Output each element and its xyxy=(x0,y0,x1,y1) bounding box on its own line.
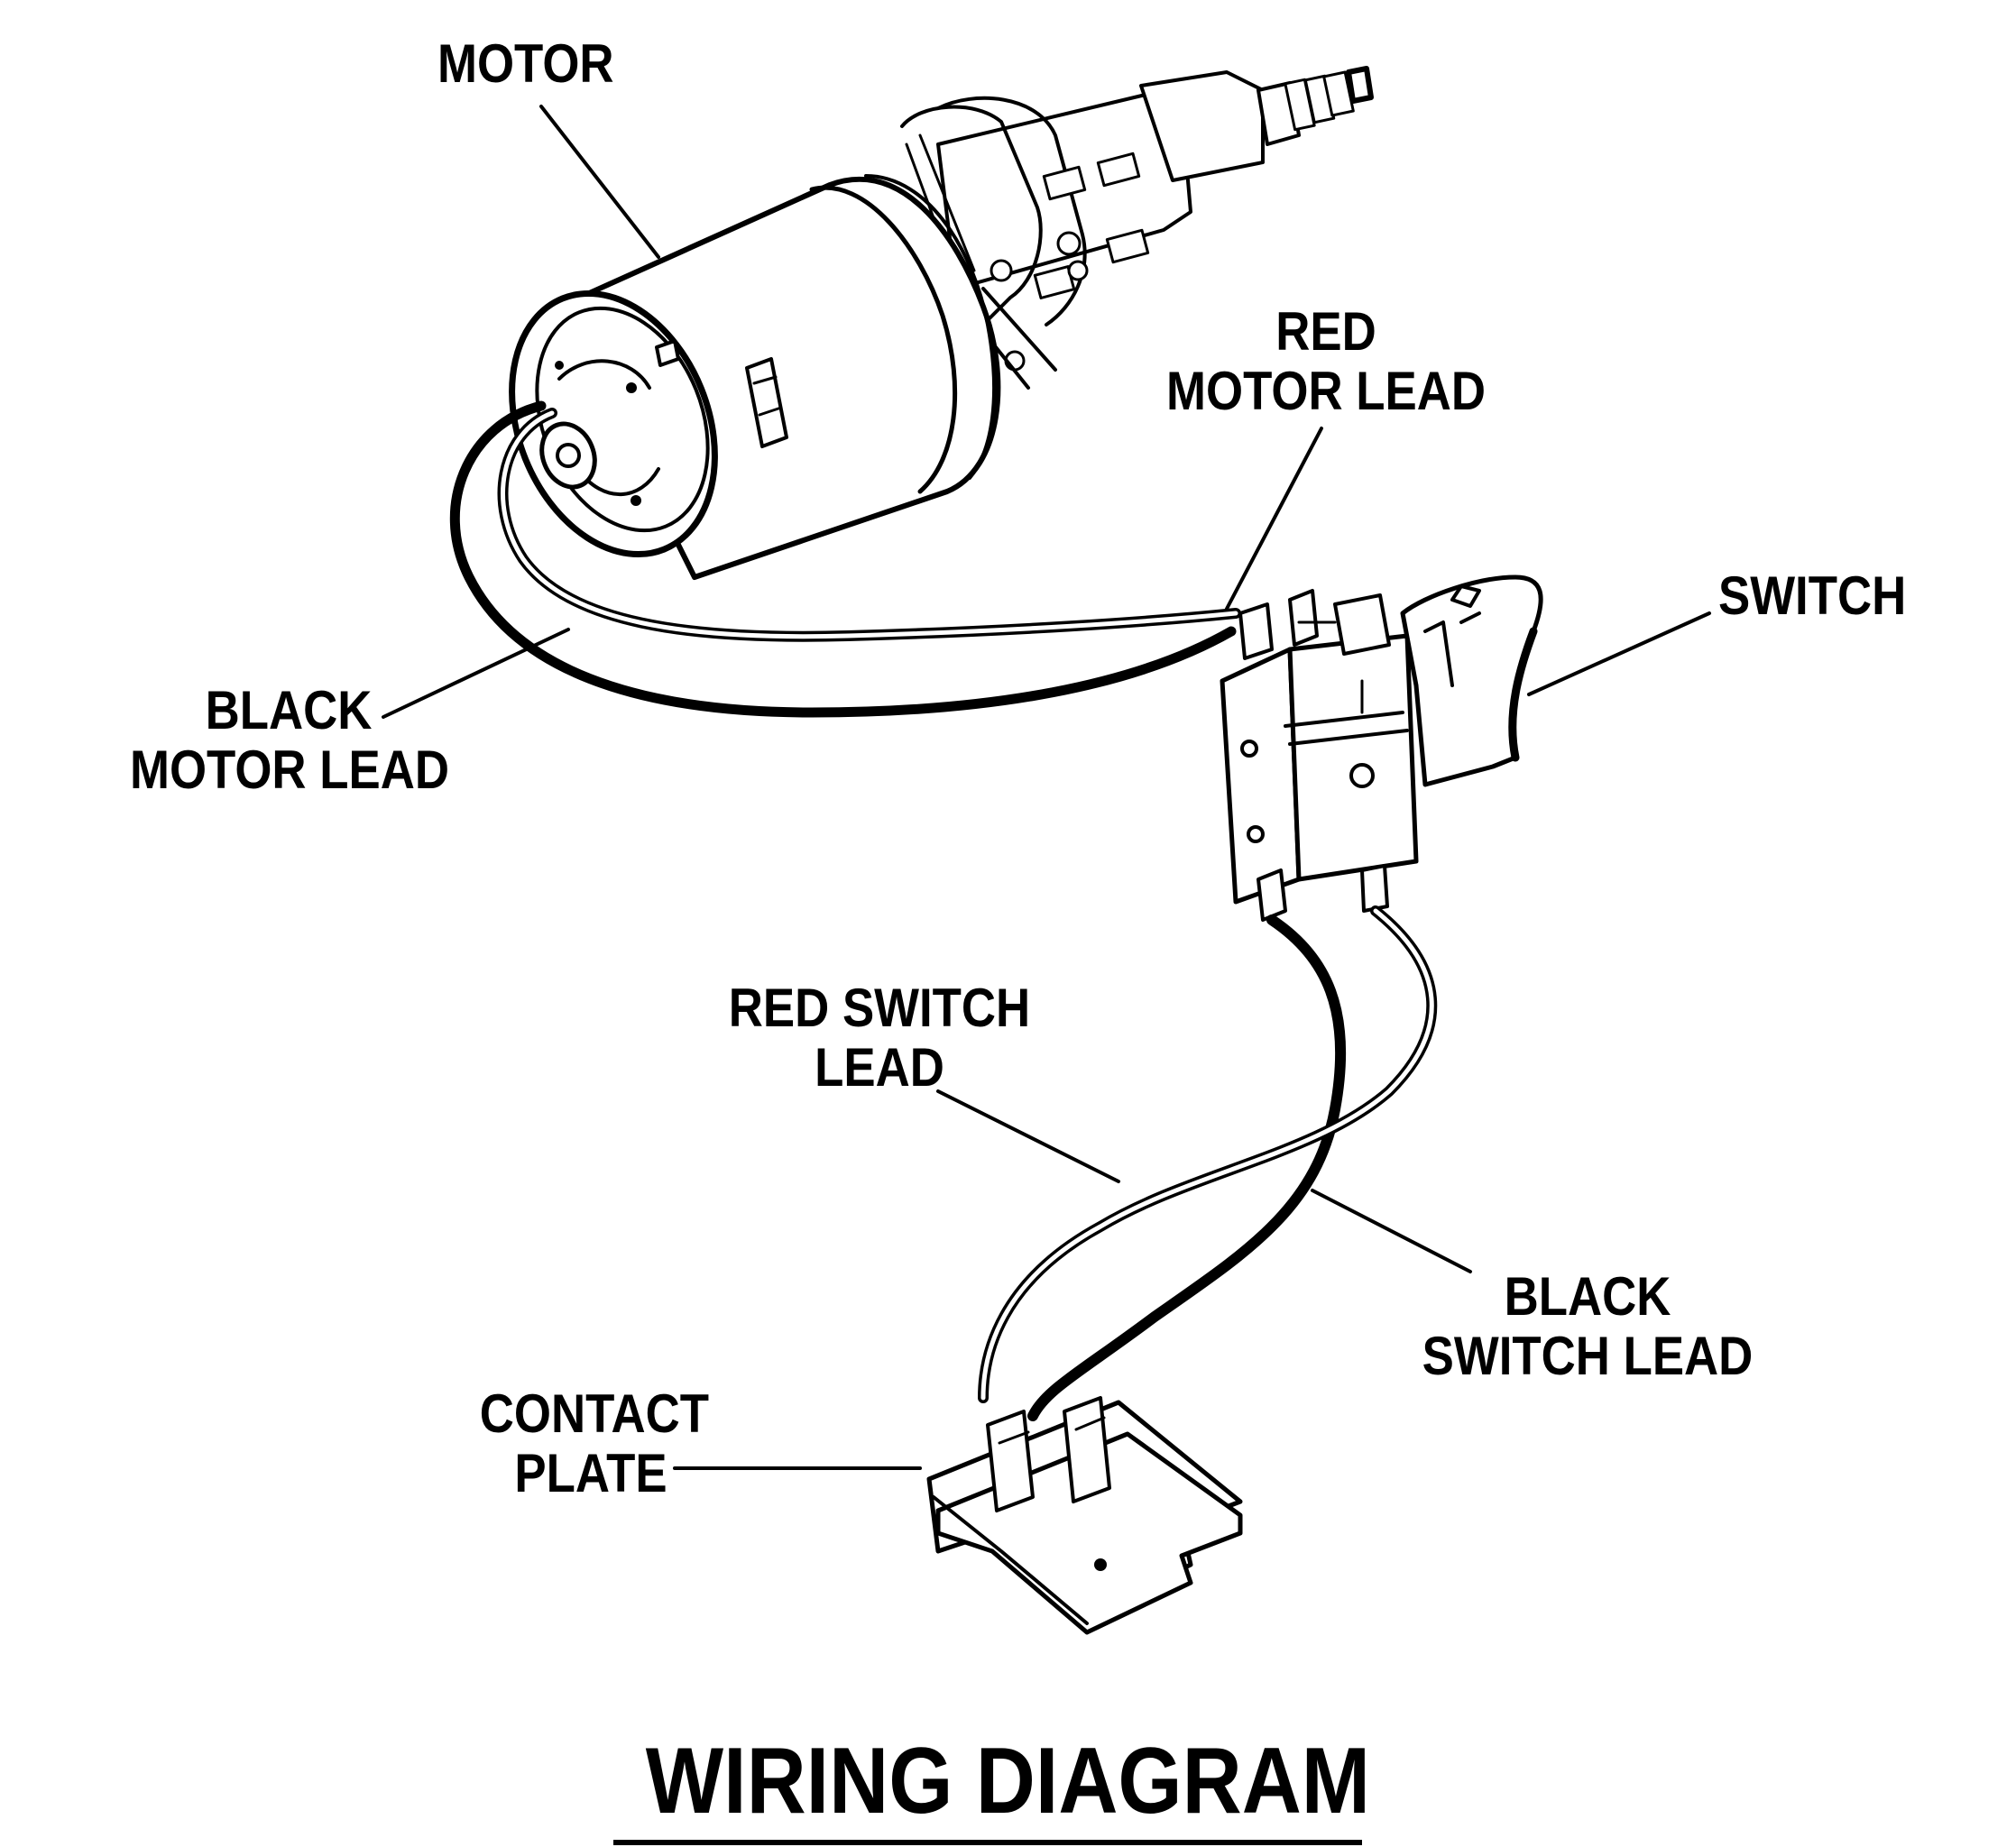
page-title: WIRING DIAGRAM xyxy=(0,1732,2016,1831)
leader-black-motor-lead xyxy=(382,628,570,719)
label-black-motor-lead-line1: BLACK xyxy=(205,680,373,740)
label-black-switch-lead: BLACK SWITCH LEAD xyxy=(1413,1267,1762,1386)
leader-switch xyxy=(1527,611,1711,696)
title-underline xyxy=(613,1840,1362,1845)
label-black-switch-lead-line2: SWITCH LEAD xyxy=(1422,1326,1754,1386)
label-motor: MOTOR xyxy=(437,34,614,94)
leader-motor xyxy=(539,105,660,259)
label-red-switch-lead-line1: RED SWITCH xyxy=(728,978,1031,1038)
label-switch-text: SWITCH xyxy=(1718,565,1907,626)
leader-red-motor-lead xyxy=(1225,427,1323,611)
label-red-motor-lead: RED MOTOR LEAD xyxy=(1144,302,1509,421)
motor-gearbox xyxy=(900,66,1374,390)
label-black-motor-lead-line2: MOTOR LEAD xyxy=(130,740,449,800)
red-switch-lead xyxy=(978,905,1438,1403)
label-contact-plate-line1: CONTACT xyxy=(479,1383,709,1444)
page-title-text: WIRING DIAGRAM xyxy=(645,1729,1371,1833)
motor-can xyxy=(509,174,1001,580)
label-red-motor-lead-line2: MOTOR LEAD xyxy=(1166,361,1486,421)
label-motor-text: MOTOR xyxy=(437,33,614,94)
label-switch: SWITCH xyxy=(1718,566,1906,626)
label-contact-plate-line2: PLATE xyxy=(514,1443,667,1503)
label-red-switch-lead-line2: LEAD xyxy=(815,1037,944,1098)
black-switch-lead xyxy=(1027,914,1347,1421)
red-motor-lead xyxy=(497,408,1241,642)
switch xyxy=(1220,574,1543,922)
contact-plate xyxy=(926,1396,1243,1635)
label-black-switch-lead-line1: BLACK xyxy=(1504,1266,1671,1327)
black-motor-lead xyxy=(449,400,1237,718)
label-red-switch-lead: RED SWITCH LEAD xyxy=(713,979,1046,1098)
label-black-motor-lead: BLACK MOTOR LEAD xyxy=(130,680,449,800)
leader-red-switch-lead xyxy=(936,1089,1120,1183)
leader-lines xyxy=(382,105,1711,1470)
label-contact-plate: CONTACT PLATE xyxy=(479,1383,709,1503)
leader-black-switch-lead xyxy=(1311,1189,1472,1273)
label-red-motor-lead-line1: RED xyxy=(1275,301,1376,362)
motor xyxy=(509,66,1374,580)
